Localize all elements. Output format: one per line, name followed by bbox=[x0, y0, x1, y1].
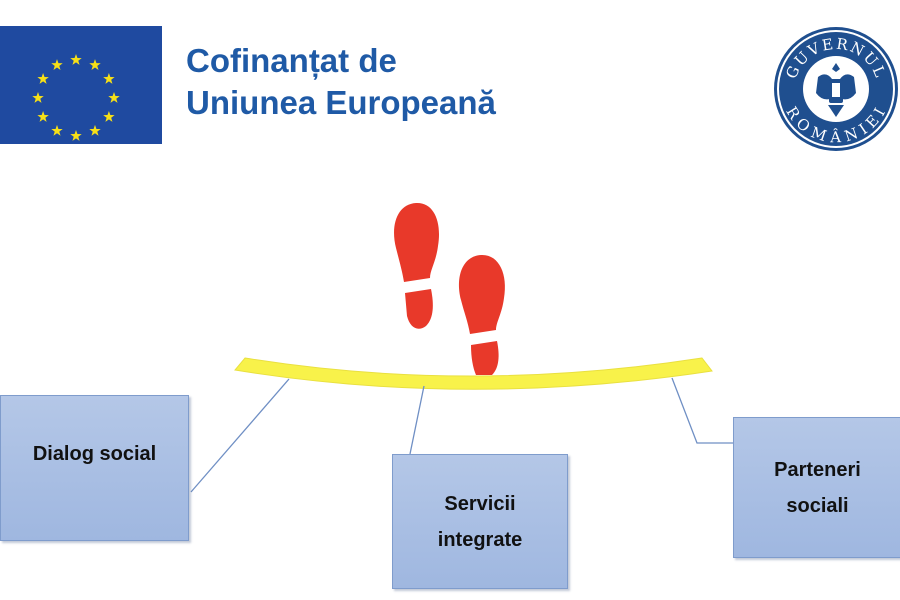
box-servicii-label-1: Servicii bbox=[444, 492, 516, 515]
cofinanced-line-2: Uniunea Europeană bbox=[186, 84, 496, 121]
eu-flag-logo bbox=[0, 26, 162, 144]
connector-parteneri bbox=[671, 377, 733, 444]
footprints-icon bbox=[394, 202, 505, 375]
eu-star-icon bbox=[103, 73, 115, 84]
eu-star-icon bbox=[70, 130, 82, 141]
eu-star-icon bbox=[70, 54, 82, 65]
box-servicii-integrate: Servicii integrate bbox=[392, 454, 568, 589]
box-dialog-social-label: Dialog social bbox=[32, 443, 157, 465]
eu-star-icon bbox=[108, 92, 120, 103]
cofinanced-label: Cofinanțat de Uniunea Europeană bbox=[186, 40, 586, 124]
eu-star-icon bbox=[37, 73, 49, 84]
curved-path-arc bbox=[234, 357, 713, 390]
box-parteneri-label-1: Parteneri bbox=[774, 458, 861, 481]
government-seal-logo: GUVERNUL ROMÂNIEI bbox=[774, 27, 898, 151]
connector-dialog bbox=[190, 378, 290, 493]
eu-star-icon bbox=[89, 124, 101, 136]
box-parteneri-label-2: sociali bbox=[786, 494, 849, 517]
cofinanced-line-1: Cofinanțat de bbox=[186, 42, 397, 79]
eu-star-icon bbox=[103, 111, 115, 122]
eu-star-icon bbox=[32, 92, 44, 103]
eu-star-icon bbox=[37, 111, 49, 122]
eu-star-icon bbox=[51, 124, 63, 136]
box-parteneri-sociali: Parteneri sociali bbox=[733, 417, 900, 558]
eu-star-icon bbox=[89, 59, 101, 70]
box-servicii-label-2: integrate bbox=[437, 528, 523, 551]
eu-star-icon bbox=[51, 59, 63, 70]
connector-servicii bbox=[409, 385, 425, 455]
box-dialog-social: Dialog social bbox=[0, 395, 189, 541]
